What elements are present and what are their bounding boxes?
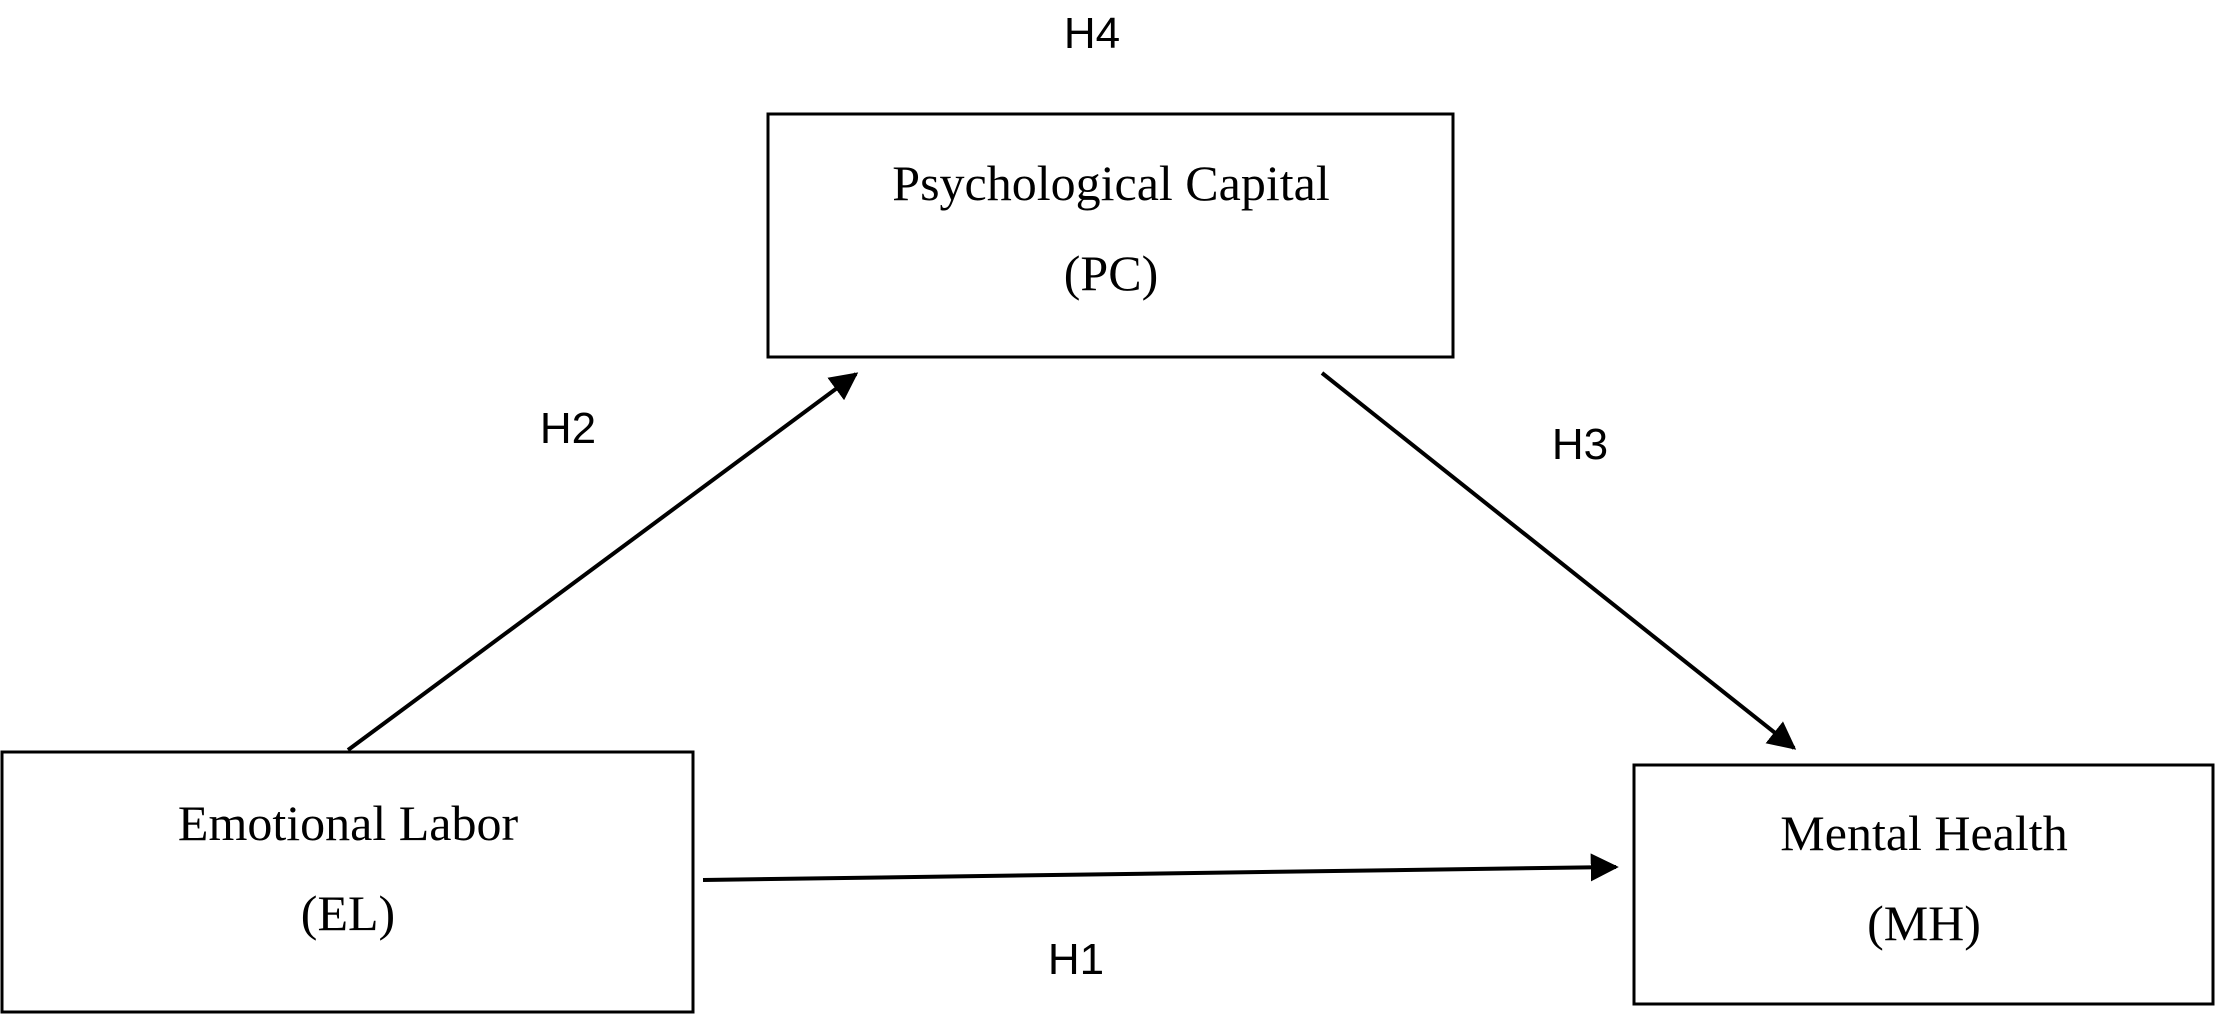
hypothesis-label-h3: H3 [1552, 420, 1608, 469]
arrow-el-to-mh [702, 853, 1619, 882]
node-pc-name: Psychological Capital [892, 155, 1329, 211]
hypothesis-label-h2: H2 [540, 404, 596, 453]
node-el-abbr: (EL) [301, 885, 395, 941]
arrow-pc-to-mh [1320, 371, 1797, 750]
node-mh-abbr: (MH) [1867, 895, 1981, 951]
node-mental-health: Mental Health (MH) [1632, 763, 2215, 1006]
node-mh-name: Mental Health [1780, 805, 2067, 861]
arrow-el-to-pc [346, 372, 859, 752]
hypothesis-label-h4: H4 [1064, 9, 1120, 58]
node-emotional-labor: Emotional Labor (EL) [0, 750, 695, 1014]
hypothesis-label-h1: H1 [1048, 935, 1104, 984]
node-psychological-capital: Psychological Capital (PC) [766, 112, 1455, 359]
node-el-name: Emotional Labor [178, 795, 519, 851]
node-pc-abbr: (PC) [1064, 245, 1158, 301]
